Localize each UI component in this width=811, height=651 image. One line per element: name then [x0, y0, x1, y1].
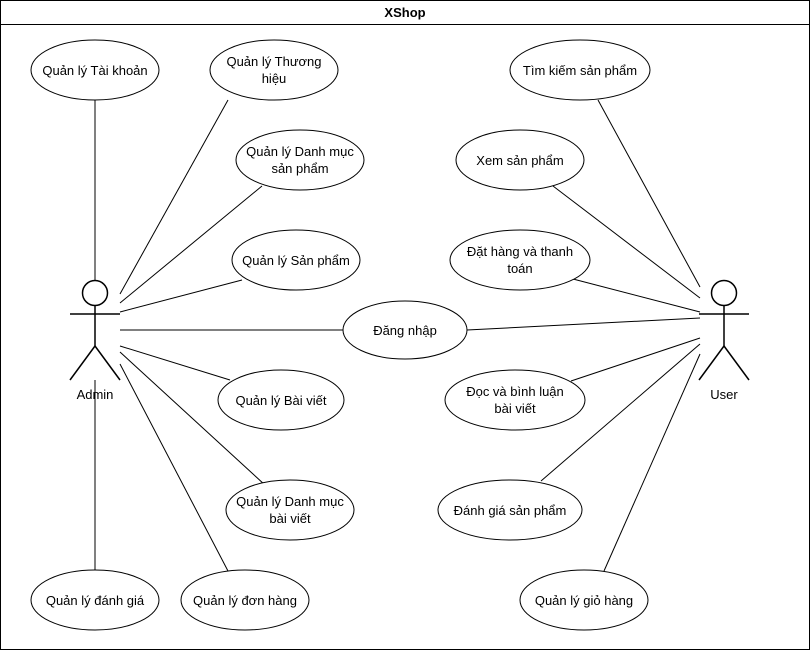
assoc-admin-product-category [119, 185, 263, 304]
assoc-user-rate [540, 343, 701, 482]
assoc-user-search [597, 99, 701, 288]
assoc-admin-brand [119, 99, 229, 295]
use-case-order-management[interactable]: Quản lý đơn hàng [180, 569, 310, 631]
use-case-label: Quản lý đơn hàng [193, 593, 297, 608]
assoc-admin-post [119, 345, 231, 381]
assoc-user-cart [603, 353, 701, 572]
use-case-label-line2: bài viết [494, 401, 536, 416]
use-case-label-line2: toán [507, 261, 532, 276]
assoc-admin-order [119, 363, 229, 572]
assoc-admin-product [119, 279, 243, 313]
assoc-user-view [552, 185, 701, 299]
use-case-label-line2: hiệu [262, 71, 287, 86]
actor-admin[interactable]: Admin [69, 279, 121, 403]
use-case-label-line1: Quản lý Thương [226, 54, 321, 69]
stick-figure-icon [698, 279, 750, 381]
assoc-user-order-pay [572, 278, 701, 313]
use-case-cart-management[interactable]: Quản lý giỏ hàng [519, 569, 649, 631]
use-case-label: Quản lý Sản phẩm [242, 253, 350, 268]
use-case-search-product[interactable]: Tìm kiếm sản phẩm [509, 39, 651, 101]
use-case-view-product[interactable]: Xem sản phẩm [455, 129, 585, 191]
use-case-label-line1: Đọc và bình luận [466, 384, 564, 399]
actor-user-label: User [710, 387, 738, 402]
associations [94, 96, 701, 572]
use-case-label: Quản lý đánh giá [46, 593, 145, 608]
actor-user[interactable]: User [698, 279, 750, 403]
assoc-admin-post-category [119, 351, 266, 486]
use-case-label: Xem sản phẩm [476, 153, 563, 168]
use-case-label-line1: Quản lý Danh mục [246, 144, 354, 159]
use-case-label: Đăng nhập [373, 323, 437, 338]
use-case-post[interactable]: Quản lý Bài viết [217, 369, 345, 431]
use-case-label: Tìm kiếm sản phẩm [523, 63, 637, 78]
use-case-post-category[interactable]: Quản lý Danh mục bài viết [225, 479, 355, 541]
use-case-label: Quản lý giỏ hàng [535, 593, 633, 608]
assoc-user-read-comment [570, 337, 701, 382]
use-case-label-line1: Quản lý Danh mục [236, 494, 344, 509]
use-case-order-pay[interactable]: Đặt hàng và thanh toán [449, 229, 591, 291]
use-case-product[interactable]: Quản lý Sản phẩm [231, 229, 361, 291]
use-case-label-line2: sản phẩm [271, 161, 328, 176]
use-case-label: Quản lý Tài khoản [42, 63, 147, 78]
stick-figure-icon [69, 279, 121, 381]
use-case-account[interactable]: Quản lý Tài khoản [30, 39, 160, 101]
use-case-login[interactable]: Đăng nhập [342, 300, 468, 360]
system-title-bar [0, 0, 810, 25]
use-case-label-line2: bài viết [269, 511, 311, 526]
use-case-product-category[interactable]: Quản lý Danh mục sản phẩm [235, 129, 365, 191]
assoc-login-user [466, 317, 701, 331]
use-case-label: Đánh giá sản phẩm [454, 503, 567, 518]
use-case-label: Quản lý Bài viết [235, 393, 326, 408]
use-case-brand[interactable]: Quản lý Thương hiệu [209, 39, 339, 101]
use-case-rate-product[interactable]: Đánh giá sản phẩm [437, 479, 583, 541]
use-case-read-comment[interactable]: Đọc và bình luận bài viết [444, 369, 586, 431]
use-case-label-line1: Đặt hàng và thanh [467, 244, 573, 259]
system-title: XShop [384, 5, 425, 20]
use-case-review-management[interactable]: Quản lý đánh giá [30, 569, 160, 631]
actor-admin-label: Admin [77, 387, 114, 402]
